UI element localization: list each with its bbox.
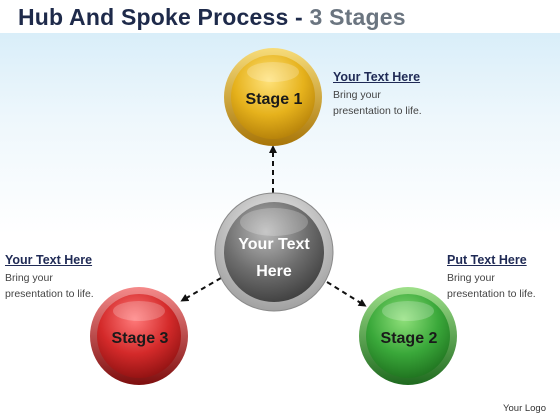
connector-to-stage-3: [180, 277, 222, 302]
callout-stage-1-line-1: Bring your: [333, 89, 381, 101]
page-title: Hub And Spoke Process - 3 Stages: [18, 4, 406, 31]
callout-stage-2-line-2: presentation to life.: [447, 288, 536, 300]
logo-text: Your Logo: [503, 403, 546, 414]
stage-3-label: Stage 3: [112, 330, 169, 347]
callout-stage-3-body: Bring your presentation to life.: [5, 270, 94, 302]
callout-stage-1: Your Text Here Bring your presentation t…: [333, 70, 422, 119]
hub-label-line-2: Here: [256, 263, 292, 280]
callout-stage-3-heading: Your Text Here: [5, 253, 93, 267]
callout-stage-3-line-1: Bring your: [5, 272, 53, 284]
title-accent: 3 Stages: [309, 4, 406, 30]
hub-label-line-1: Your Text: [238, 236, 310, 253]
connector-to-stage-2: [326, 281, 367, 307]
title-separator: -: [288, 4, 310, 30]
stage-1-label: Stage 1: [246, 91, 303, 108]
callout-stage-3-line-2: presentation to life.: [5, 288, 94, 300]
stage-2-circle: Stage 2: [359, 287, 457, 385]
callout-stage-1-line-2: presentation to life.: [333, 105, 422, 117]
callout-stage-2-line-1: Bring your: [447, 272, 495, 284]
stage-3-circle: Stage 3: [90, 287, 188, 385]
callout-stage-2: Put Text Here Bring your presentation to…: [447, 253, 536, 302]
callout-stage-1-body: Bring your presentation to life.: [333, 87, 422, 119]
stage-2-label: Stage 2: [381, 330, 438, 347]
callout-stage-2-heading: Put Text Here: [447, 253, 527, 267]
callout-stage-3: Your Text Here Bring your presentation t…: [5, 253, 94, 302]
title-main: Hub And Spoke Process: [18, 4, 289, 30]
stage-1-circle: Stage 1: [224, 48, 322, 146]
callout-stage-1-heading: Your Text Here: [333, 70, 421, 84]
callout-stage-2-body: Bring your presentation to life.: [447, 270, 536, 302]
hub-circle: Your Text Here: [214, 192, 334, 312]
